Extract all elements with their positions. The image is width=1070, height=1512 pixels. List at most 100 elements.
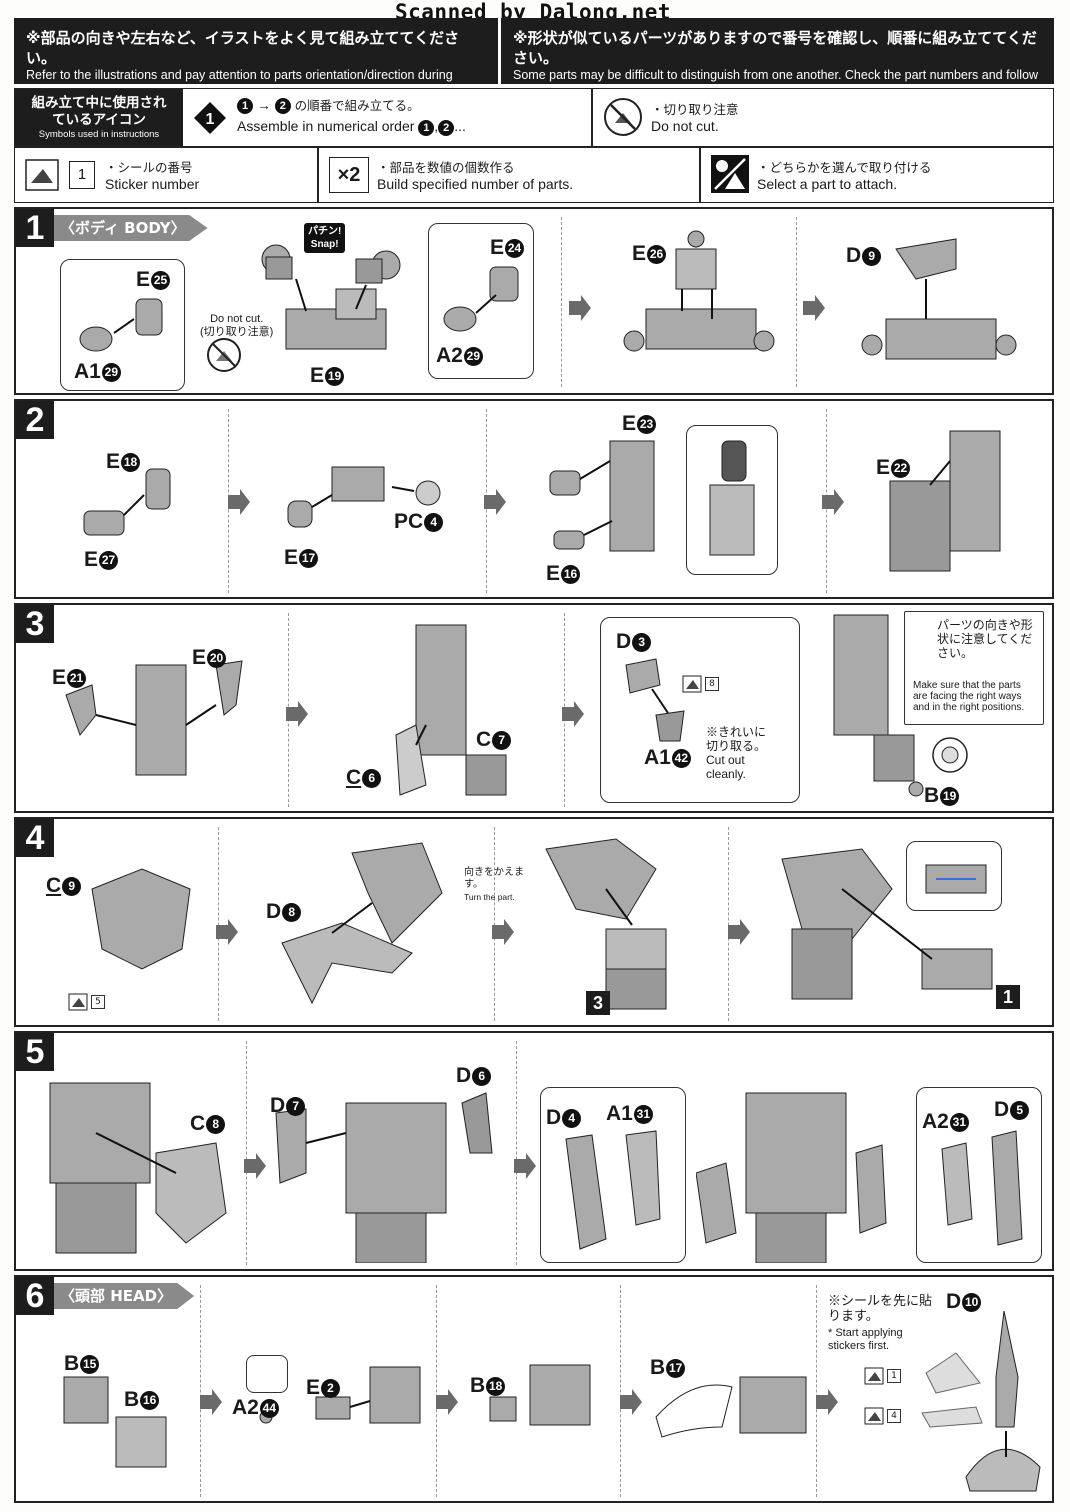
flow-arrow: [569, 295, 591, 321]
part-drawing: [79, 298, 163, 352]
sticker-icon: [25, 159, 59, 194]
header-orientation-note: ※部品の向きや左右など、イラストをよく見て組み立ててください。 Refer to…: [14, 18, 498, 97]
sticker-callout: 5: [68, 993, 105, 1011]
part-drawing: [443, 266, 519, 332]
skirt-part-drawing: [91, 868, 191, 970]
leg-frame-drawing: [65, 660, 243, 776]
head-assembly-drawing: [489, 1364, 591, 1426]
step-3: 3 パーツの向きや形状に注意してください。 Make sure that the…: [14, 603, 1054, 813]
times-jp: ・部品を数値の個数作る: [377, 161, 515, 175]
symbols-title-en: Symbols used in instructions: [38, 129, 160, 140]
snap-callout: パチン!Snap!: [304, 223, 346, 253]
step-number: 3: [16, 605, 54, 643]
sticker-number: 1: [887, 1369, 901, 1383]
sticker-first-note: ※シールを先に貼ります。* Start applying stickers fi…: [828, 1293, 933, 1352]
armor-part-drawing: [941, 1130, 1023, 1246]
sticker-callout: 4: [864, 1407, 901, 1425]
symbols-title: 組み立て中に使用されているアイコン Symbols used in instru…: [15, 89, 183, 147]
flow-arrow: [492, 919, 514, 945]
body-frame-drawing: [261, 244, 401, 350]
head-assembly-drawing: [655, 1376, 807, 1438]
sticker-en: Sticker number: [105, 176, 200, 192]
step-6-head: 6 〈頭部 HEAD〉 ※シールを先に貼ります。* Start applying…: [14, 1275, 1054, 1503]
sticker-number-box: 1: [69, 161, 95, 189]
armor-part-drawing: [565, 1130, 661, 1250]
leg-frame-drawing: [395, 624, 507, 796]
header-right-jp: ※形状が似ているパーツがありますので番号を確認し、順番に組み立ててください。: [513, 29, 1037, 67]
sticker-sheet-drawing: [925, 1352, 981, 1394]
flow-arrow: [803, 295, 825, 321]
sticker-icon: [864, 1367, 884, 1385]
orientation-note-box: パーツの向きや形状に注意してください。 Make sure that the p…: [904, 611, 1044, 725]
body-armor-assembly-drawing: [696, 1092, 887, 1263]
step-number: 1: [16, 209, 54, 247]
step-number: 4: [16, 819, 54, 857]
polycap-detail-icon: [932, 737, 968, 773]
antenna-head-drawing: [965, 1310, 1041, 1492]
orientation-note-jp: パーツの向きや形状に注意してください。: [937, 618, 1033, 660]
multiply-legend: ・部品を数値の個数作る Build specified number of pa…: [377, 157, 573, 192]
do-not-cut-note: Do not cut.(切り取り注意): [200, 313, 274, 338]
part-drawing: [625, 658, 685, 742]
flow-arrow: [244, 1153, 266, 1179]
body-assembly-drawing: [275, 1092, 493, 1263]
header-left-jp: ※部品の向きや左右など、イラストをよく見て組み立ててください。: [26, 29, 460, 67]
body-assembly-drawing: [49, 1082, 227, 1254]
header-order-note: ※形状が似ているパーツがありますので番号を確認し、順番に組み立ててください。 S…: [501, 18, 1054, 97]
sticker-number: 5: [91, 995, 105, 1009]
nocut-jp: ・切り取り注意: [651, 103, 739, 117]
flow-arrow: [436, 1389, 458, 1415]
reference-step-3: 3: [586, 991, 610, 1015]
select-legend: ・どちらかを選んで取り付ける Select a part to attach.: [757, 157, 931, 192]
orientation-note-en: Make sure that the parts are facing the …: [913, 680, 1025, 713]
sticker-icon: [682, 675, 702, 693]
select-part-icon: [711, 155, 749, 196]
joint-detail-drawing: [709, 440, 755, 556]
cut-cleanly-note: ※きれいに切り取る。Cut out cleanly.: [706, 725, 767, 781]
select-jp: ・どちらかを選んで取り付ける: [757, 161, 932, 175]
sticker-sheet-drawing: [921, 1406, 983, 1428]
symbols-title-jp: 組み立て中に使用されているアイコン: [31, 95, 167, 128]
head-assembly-drawing: [259, 1366, 421, 1424]
step-number: 6: [16, 1277, 54, 1315]
connection-detail-drawing: [925, 864, 987, 894]
select-en: Select a part to attach.: [757, 176, 898, 192]
head-part-drawing: [63, 1376, 167, 1468]
flow-arrow: [562, 701, 584, 727]
flow-arrow: [728, 919, 750, 945]
order-en: Assemble in numerical order: [237, 118, 415, 135]
flow-arrow: [620, 1389, 642, 1415]
flow-arrow: [200, 1389, 222, 1415]
sticker-legend: ・シールの番号 Sticker number: [105, 157, 199, 192]
flow-arrow: [484, 489, 506, 515]
arm-drawing: [889, 430, 1001, 572]
turn-part-note: 向きをかえます。Turn the part.: [464, 867, 524, 902]
multiply-icon: ×2: [329, 157, 369, 193]
